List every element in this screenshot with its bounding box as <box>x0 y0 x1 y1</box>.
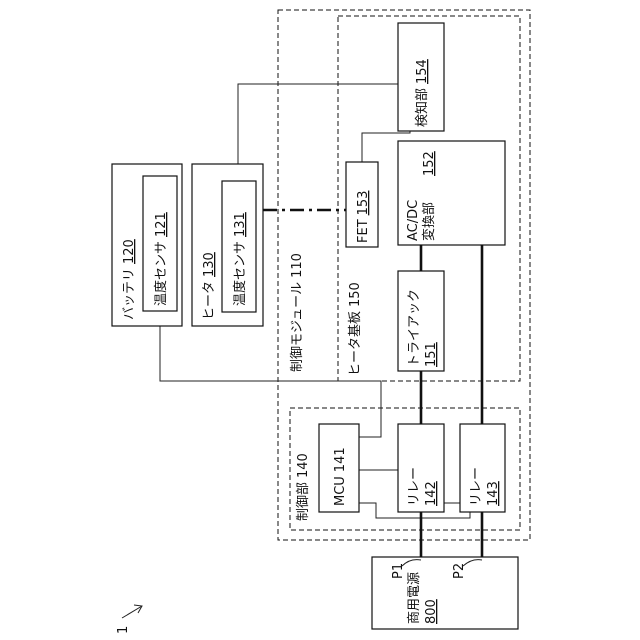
acdc-label-line2: 変換部 <box>421 202 437 241</box>
figure-reference: 1 <box>116 626 131 634</box>
acdc-label-line1: AC/DC <box>406 200 421 241</box>
detector-label: 検知部154 <box>414 59 430 127</box>
control-module-label: 制御モジュール110 <box>290 253 305 372</box>
battery-sensor-label: 温度センサ121 <box>153 212 169 306</box>
relay142-label: リレー <box>407 467 422 506</box>
triac-label: トライアック <box>407 289 422 367</box>
relay143-number: 143 <box>486 481 501 506</box>
heater-sensor-label: 温度センサ131 <box>232 212 248 306</box>
power-source-number: 800 <box>424 599 439 624</box>
control-unit-label: 制御部140 <box>296 453 311 521</box>
terminal-p2-label: P2 <box>452 563 467 579</box>
figure-reference-arrowhead <box>134 605 142 613</box>
mcu-label: MCU141 <box>333 447 348 506</box>
battery-label: バッテリ120 <box>122 239 137 320</box>
heater-label: ヒータ130 <box>202 252 217 320</box>
acdc-number: 152 <box>422 151 437 176</box>
relay142-number: 142 <box>424 481 439 506</box>
power-source-label: 商用電源 <box>407 572 422 624</box>
terminal-p1-label: P1 <box>391 563 406 579</box>
heater-board-label: ヒータ基板150 <box>348 282 363 376</box>
relay143-label: リレー <box>469 467 484 506</box>
triac-number: 151 <box>424 342 439 367</box>
